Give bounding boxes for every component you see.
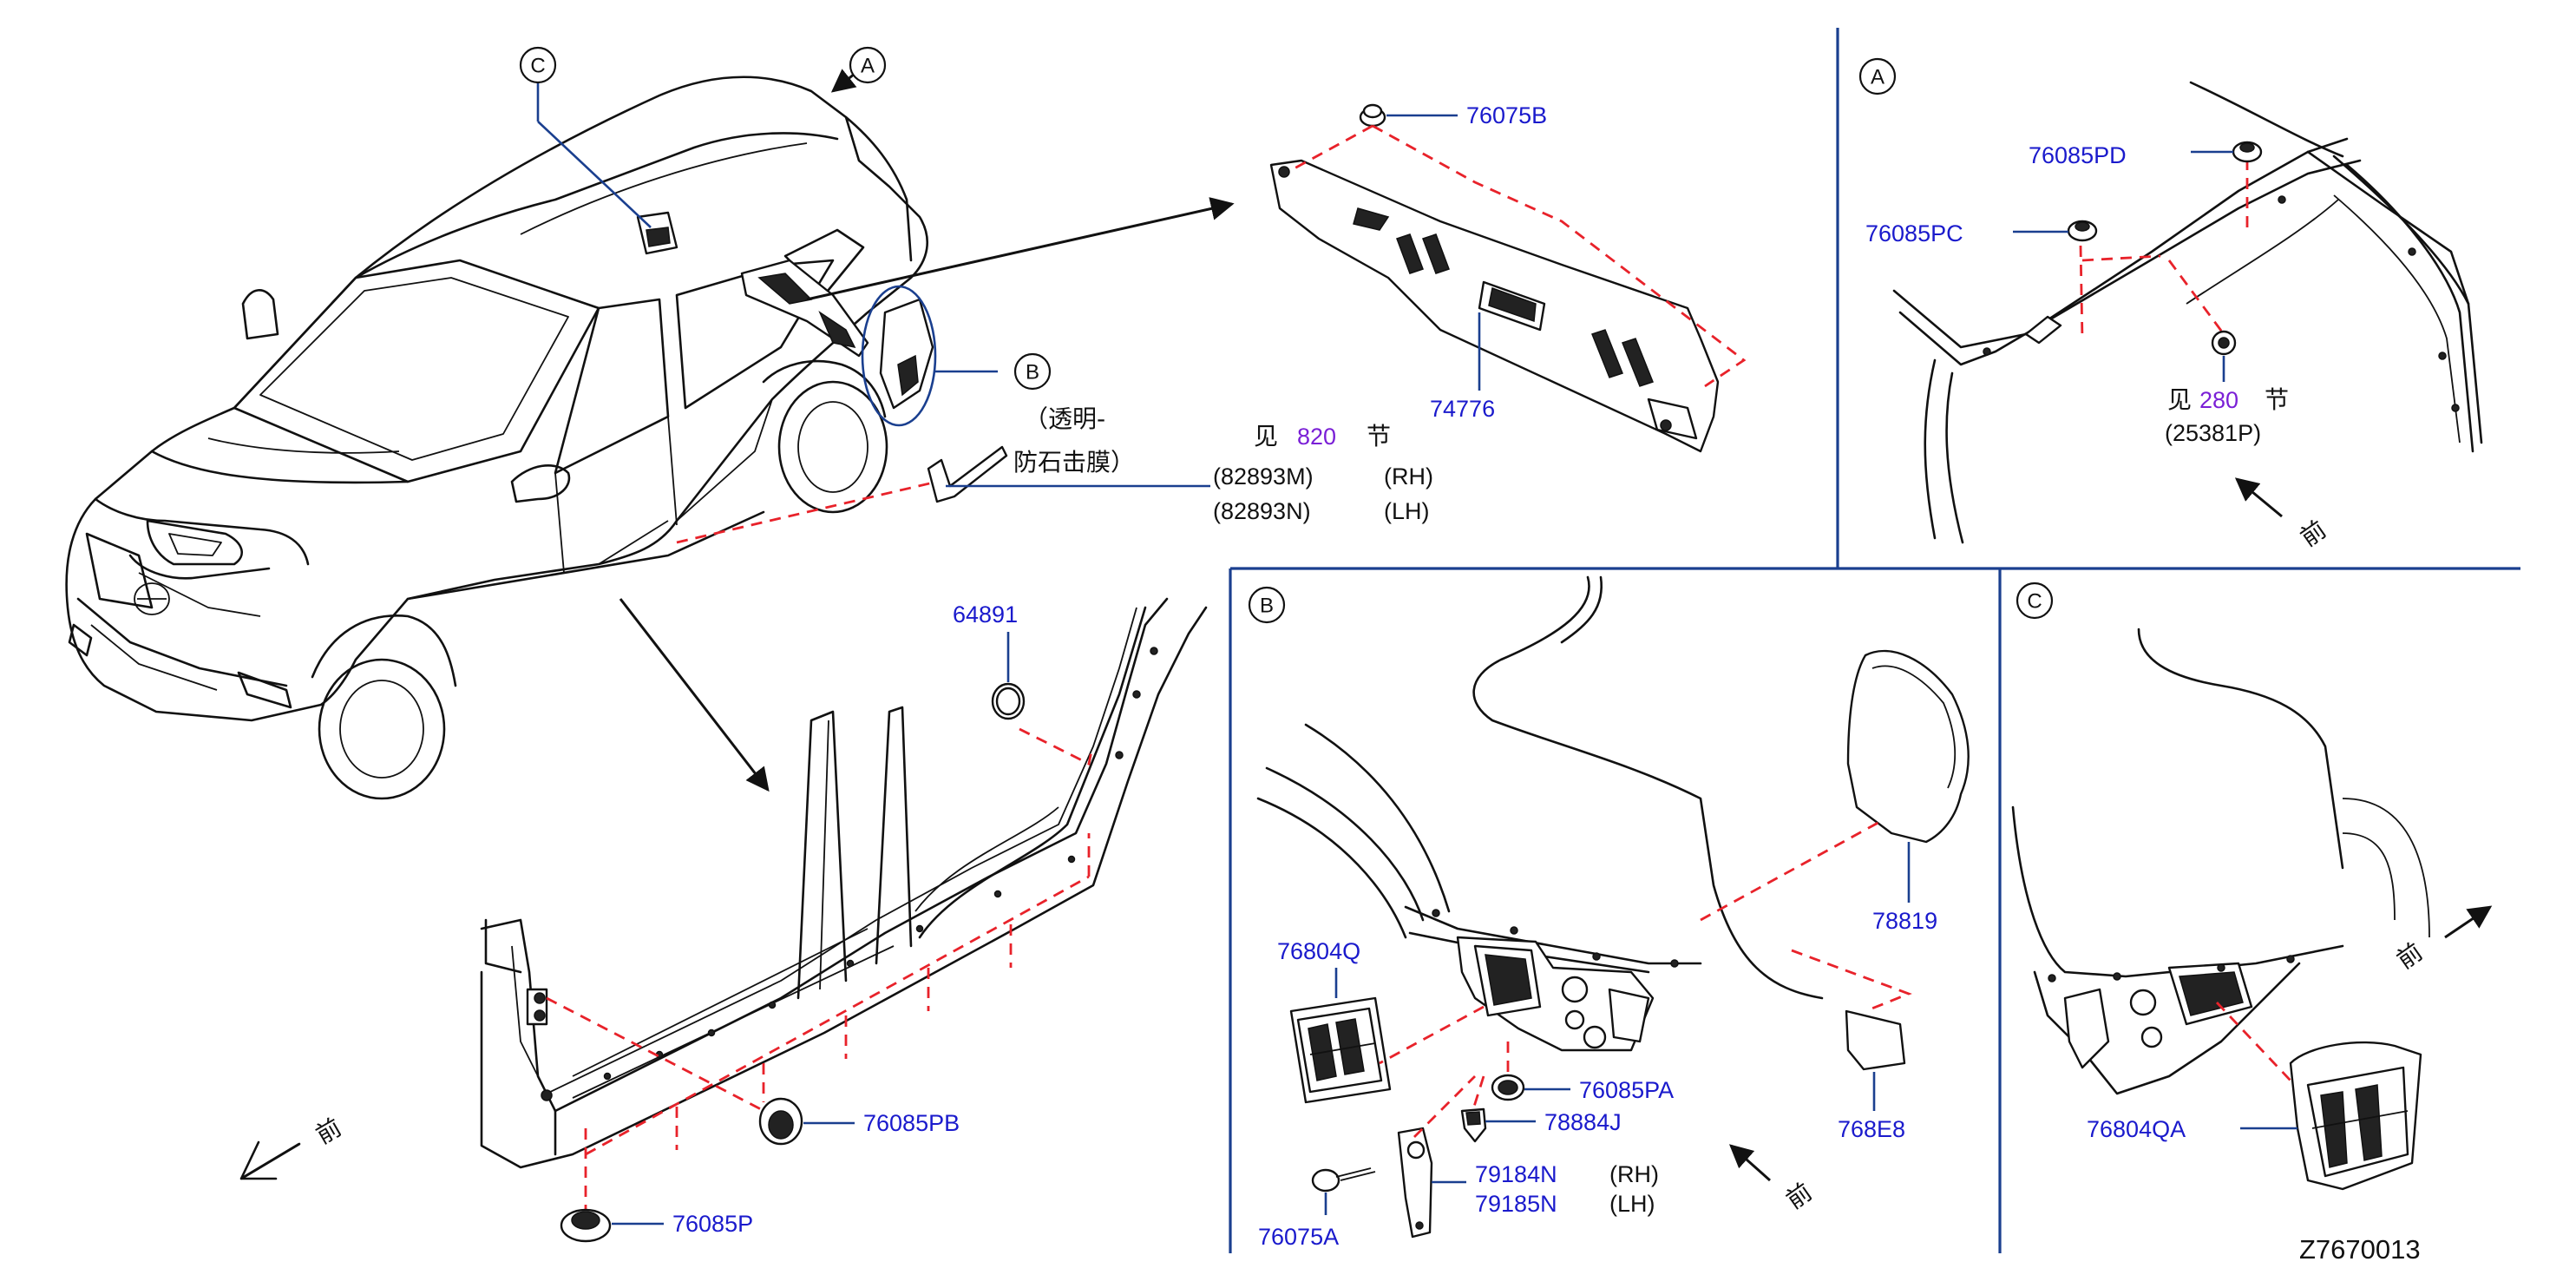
view-a-guides [2079,159,2249,341]
section-ref-280: 280 [2199,387,2238,413]
label-76085p: 76085P [672,1211,753,1237]
side-sill-body [480,597,1208,1169]
sill-plug-76085p [560,1208,612,1243]
label-76085pd: 76085PD [2029,142,2127,168]
front-label-view-b: 前 [1781,1178,1818,1215]
vehicle-outline [65,76,929,800]
svg-text:C: C [530,55,545,78]
svg-text:A: A [861,55,875,78]
label-76085pc: 76085PC [1865,220,1963,246]
view-b-lid-guide [1791,949,1912,1013]
label-79185n: 79185N [1475,1191,1557,1217]
protective-film [927,445,1008,503]
film-note-line1: （透明- [1024,404,1105,433]
view-b-cover-78819 [1846,649,1970,844]
film-guide-line [676,480,938,544]
view-c-grille-76804qa [2289,1041,2422,1191]
callout-a-top: A [849,46,887,84]
callout-b-top: B [1013,352,1052,391]
view-b-grille-76804q [1289,996,1392,1104]
svg-text:B: B [1260,595,1274,618]
view-a-clip-pd [2232,141,2263,163]
film-rh-side: (RH) [1384,463,1433,490]
roof-seal-panel [1269,159,1720,453]
label-76804q: 76804Q [1277,938,1360,964]
svg-text:A: A [1871,66,1884,89]
view-a-callout: A [1858,57,1897,95]
view-frames [1229,28,2520,1253]
view-b-lid-768e8 [1845,1009,1906,1071]
label-76075a: 76075A [1258,1224,1339,1250]
roof-seal-guides [1292,124,1747,388]
view-c-body [2011,628,2430,1095]
label-64891: 64891 [953,601,1018,628]
sill-plug-76085pb [758,1097,803,1146]
view-c-callout: C [2016,582,2054,620]
view-b-bracket [1397,1127,1433,1239]
label-78884j: 78884J [1544,1109,1622,1135]
label-79184n-side: (RH) [1609,1161,1659,1187]
label-74776: 74776 [1430,396,1495,422]
diagram-id: Z7670013 [2299,1234,2421,1265]
label-79185n-side: (LH) [1609,1191,1655,1217]
rear-hatch-parts [740,259,937,427]
view-b-body [1256,575,1824,1052]
label-768e8: 768E8 [1838,1116,1905,1142]
view-b-bracket-guide [1413,1075,1476,1138]
view-b-clip-78884j [1460,1107,1487,1143]
see-prefix-820: 见 [1254,422,1278,450]
arrow-to-sill [619,598,770,792]
label-76804qa: 76804QA [2087,1116,2186,1142]
roof-clip [636,211,678,255]
front-arrow-view-a: 前 [2234,477,2331,552]
section-suffix-820: 节 [1367,422,1391,450]
film-note-line2: 防石击膜） [1013,448,1135,476]
label-78819: 78819 [1872,908,1937,934]
callout-c-leader-2 [537,121,652,228]
film-rh-part: (82893M) [1213,463,1314,490]
section-suffix-280: 节 [2265,385,2289,414]
view-b-plug-pa [1491,1074,1525,1101]
front-label-sill: 前 [311,1113,346,1150]
see-prefix-280: 见 [2167,385,2192,414]
front-arrow-sill: 前 [239,1113,346,1180]
view-a-clip-pc [2067,220,2098,242]
film-lh-part: (82893N) [1213,498,1311,524]
view-b-screw-76075a [1311,1167,1376,1193]
front-label-view-a: 前 [2295,515,2331,552]
callout-c-top: C [519,46,557,84]
label-79184n: 79184N [1475,1161,1557,1187]
svg-text:B: B [1026,361,1039,384]
arrow-to-roof-seal [806,197,1235,301]
sill-guides [546,727,1093,1224]
front-label-view-c: 前 [2391,937,2428,975]
sill-holes [603,647,1158,1081]
film-lh-side: (LH) [1384,498,1430,524]
front-arrow-view-c: 前 [2391,905,2493,975]
view-b-cover-guide [1700,818,1884,922]
svg-text:C: C [2027,590,2042,614]
view-a-body [1892,81,2483,544]
label-76085pb: 76085PB [863,1110,960,1136]
view-a-grommet [2211,330,2237,356]
view-b-clip-guide [1472,1075,1485,1110]
sill-cap-64891 [991,682,1026,720]
front-arrow-view-b: 前 [1728,1144,1818,1215]
section-ref-820: 820 [1297,424,1336,450]
view-b-grille-guide [1379,1005,1485,1065]
label-76085pa: 76085PA [1579,1077,1674,1103]
ref-part-25381p: (25381P) [2165,420,2261,446]
label-76075b: 76075B [1466,102,1547,128]
view-b-callout: B [1248,586,1286,624]
roof-seal-clip-76075b [1359,103,1386,128]
